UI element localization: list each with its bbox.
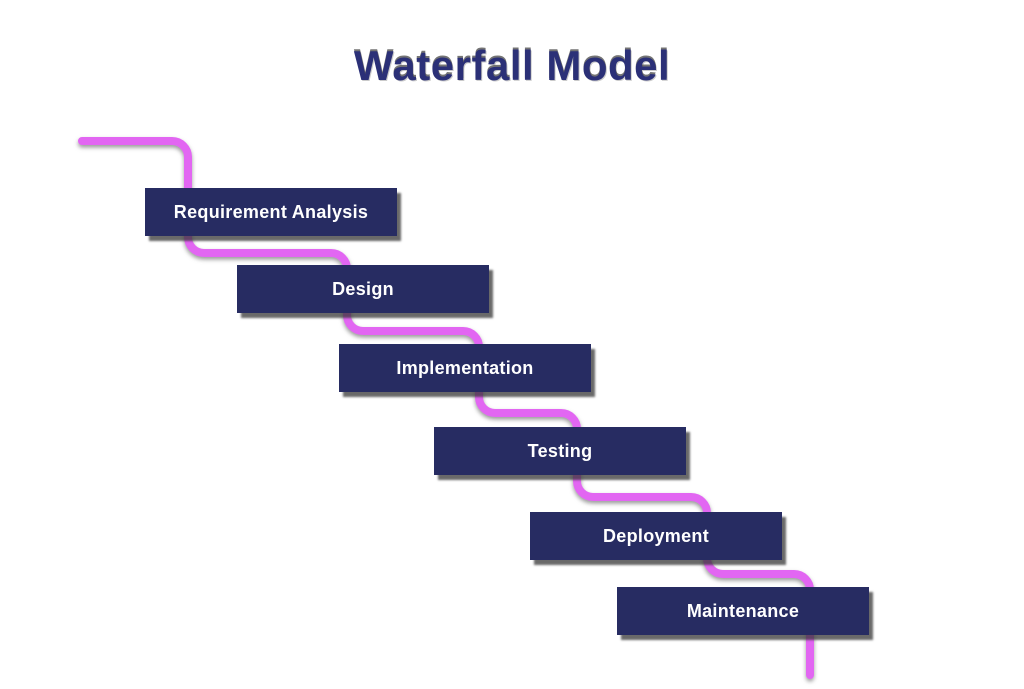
flow-line [78, 137, 814, 679]
stage-box-maintenance: Maintenance [617, 587, 869, 635]
diagram-title: Waterfall Model [353, 42, 671, 89]
stage-label-design: Design [332, 278, 394, 299]
stage-box-testing: Testing [434, 427, 686, 475]
stage-label-requirement-analysis: Requirement Analysis [173, 201, 369, 222]
stage-box-implementation: Implementation [339, 344, 591, 392]
stage-box-deployment: Deployment [530, 512, 782, 560]
stage-label-deployment: Deployment [602, 525, 710, 546]
stage-label-testing: Testing [527, 440, 593, 461]
stage-box-requirement-analysis: Requirement Analysis [145, 188, 397, 236]
stage-box-design: Design [237, 265, 489, 313]
stage-label-maintenance: Maintenance [686, 600, 800, 621]
stage-label-implementation: Implementation [396, 357, 534, 378]
